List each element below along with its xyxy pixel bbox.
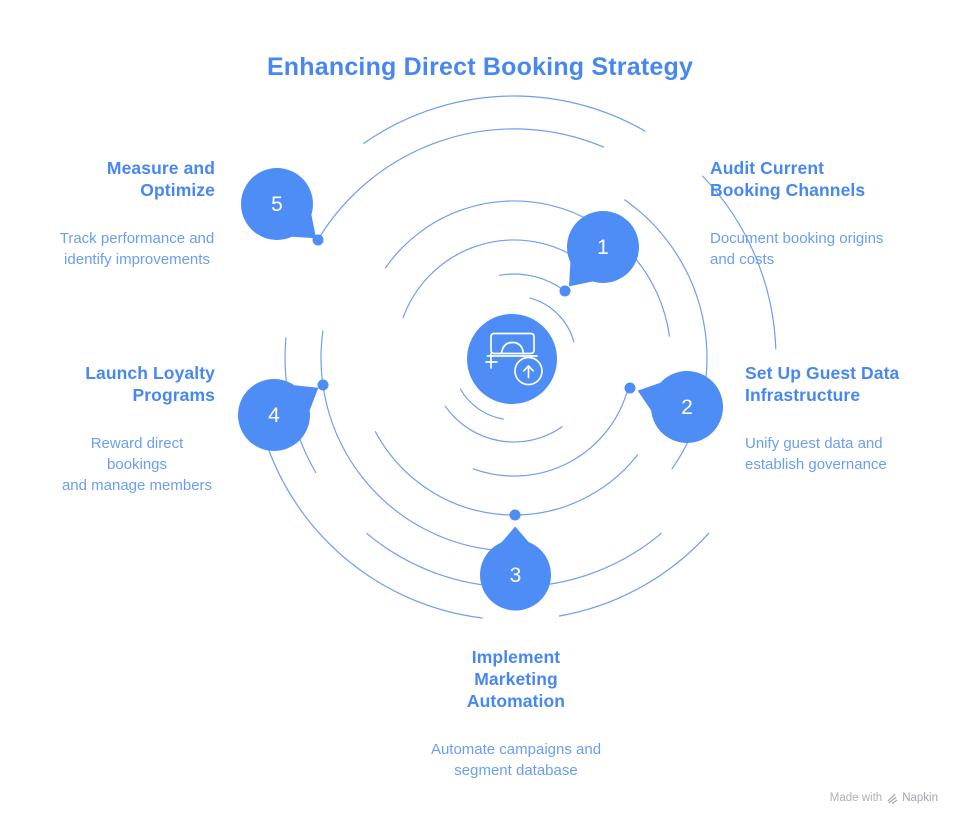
made-with-napkin: Made with Napkin [830, 792, 938, 804]
step-2-description: Unify guest data and establish governanc… [745, 435, 887, 473]
step-5-heading: Measure and Optimize [106, 158, 215, 200]
center-hub [467, 314, 557, 404]
step-1-description: Document booking origins and costs [710, 230, 884, 268]
step-4-label: Launch Loyalty Programs Reward direct bo… [5, 362, 215, 496]
center-circle [467, 314, 557, 404]
step-2-dot [624, 382, 636, 394]
step-bubble-1: 1 [567, 211, 639, 287]
page-title: Enhancing Direct Booking Strategy [266, 53, 694, 81]
step-1-label: Audit Current Booking Channels Document … [710, 157, 920, 270]
step-3-description: Automate campaigns and segment database [430, 741, 602, 779]
step-4-number: 4 [268, 404, 280, 427]
step-4-description: Reward direct bookings and manage member… [61, 435, 213, 494]
step-5-label: Measure and Optimize Track performance a… [5, 157, 215, 270]
step-3-number: 3 [510, 564, 522, 587]
step-3-dot [509, 509, 521, 521]
bed-icon [485, 332, 538, 369]
step-5-number: 5 [271, 193, 283, 216]
step-bubble-4: 4 [238, 379, 319, 451]
step-bubble-2: 2 [637, 371, 723, 443]
bubble-tail [637, 382, 661, 411]
step-1-heading: Audit Current Booking Channels [710, 158, 866, 200]
upload-arrow-icon [514, 356, 543, 386]
step-1-number: 1 [597, 236, 609, 259]
step-2-number: 2 [681, 396, 693, 419]
bubble-tail [500, 526, 530, 544]
step-3-heading: Implement Marketing Automation [466, 647, 566, 711]
napkin-brand-text: Napkin [902, 792, 938, 804]
step-4-dot [317, 379, 329, 391]
step-2-heading: Set Up Guest Data Infrastructure [745, 363, 900, 405]
step-1-dot [559, 285, 571, 297]
step-5-description: Track performance and identify improveme… [59, 230, 215, 268]
made-with-text: Made with [829, 792, 883, 804]
step-3-label: Implement Marketing Automation Automate … [406, 646, 626, 781]
step-2-label: Set Up Guest Data Infrastructure Unify g… [745, 362, 955, 475]
step-4-heading: Launch Loyalty Programs [85, 363, 215, 405]
napkin-logo-icon [887, 793, 898, 804]
step-bubble-5: 5 [241, 168, 317, 240]
step-bubble-3: 3 [480, 526, 551, 611]
